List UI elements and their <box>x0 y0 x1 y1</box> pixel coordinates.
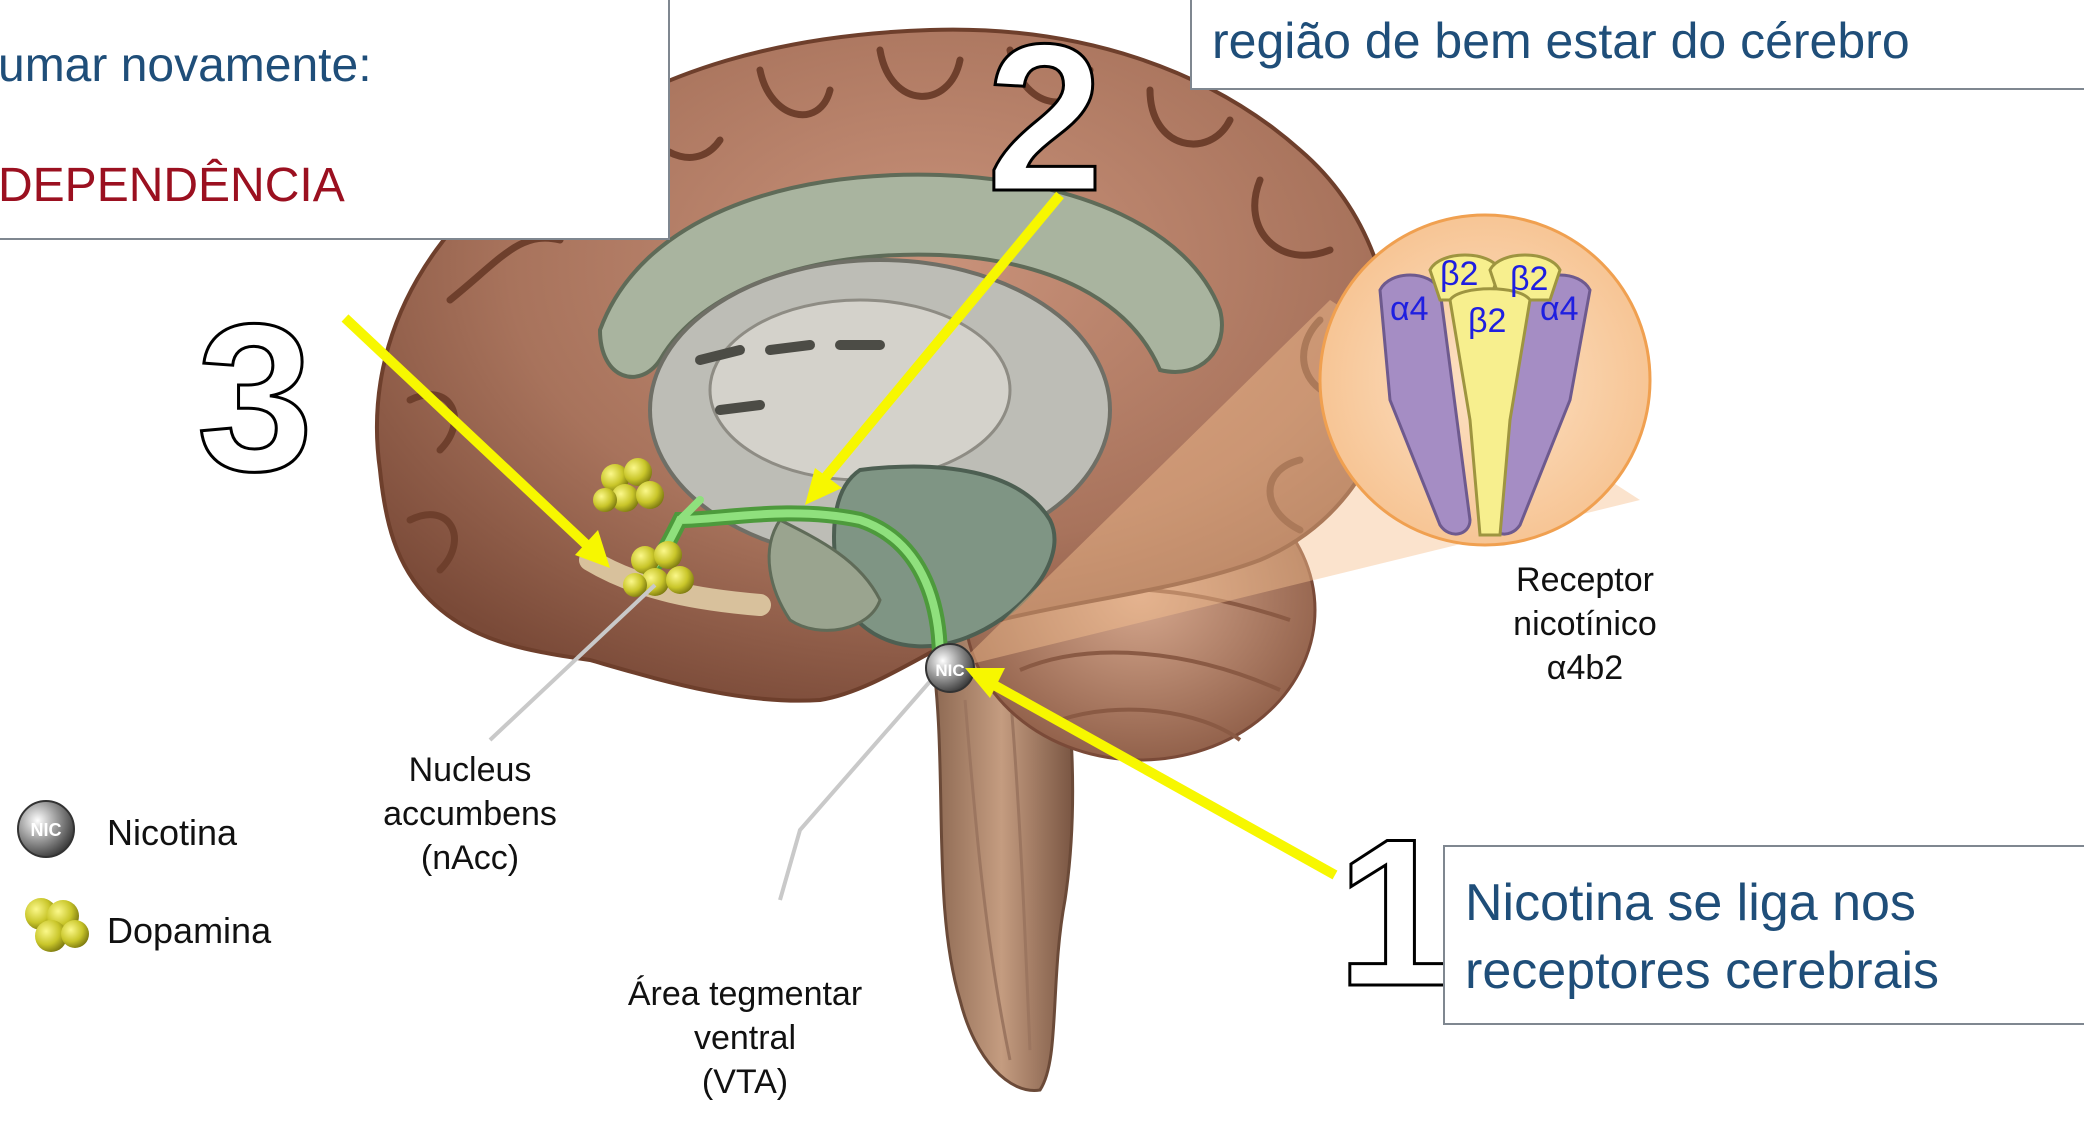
nacc-label-line3: (nAcc) <box>420 839 520 877</box>
receptor-label-line1: Receptor <box>1516 561 1654 599</box>
receptor-diagram: α4 α4 β2 β2 β2 <box>1378 253 1592 537</box>
nicotine-legend-label: Nicotina <box>107 812 238 853</box>
dopamine-cluster-lower <box>623 541 694 597</box>
step-number-1: 1 <box>1337 795 1454 1030</box>
vta-label: Área tegmentar ventral (VTA) <box>590 972 900 1104</box>
dependence-line1: umar novamente: <box>0 39 372 92</box>
receptor-label: Receptor nicotínico α4b2 <box>1460 558 1710 690</box>
nacc-label-line2: accumbens <box>383 795 557 833</box>
binding-line1: Nicotina se liga nos <box>1465 874 1916 932</box>
vta-leader-line <box>778 668 942 901</box>
binding-line2: receptores cerebrais <box>1465 942 1939 1000</box>
nicotine-legend-icon-text: NIC <box>31 820 62 840</box>
nacc-label-line1: Nucleus <box>408 751 532 789</box>
arrow-step-2 <box>805 191 1064 505</box>
nacc-label: Nucleus accumbens (nAcc) <box>345 748 595 880</box>
receptor-label-line2: nicotínico <box>1513 605 1657 643</box>
vta-label-line2: ventral <box>693 1019 797 1057</box>
vta-label-line3: (VTA) <box>701 1063 789 1101</box>
subunit-beta-top-right: β2 <box>1510 260 1548 298</box>
binding-callout: Nicotina se liga nos receptores cerebrai… <box>1443 845 2084 1025</box>
vta-label-line1: Área tegmentar <box>627 975 863 1013</box>
subunit-beta-center: β2 <box>1468 302 1506 340</box>
dopamine-cluster-upper <box>593 458 664 512</box>
subunit-alpha-left: α4 <box>1390 290 1429 328</box>
subunit-alpha-right: α4 <box>1540 290 1579 328</box>
nicotine-legend-icon: NIC <box>17 800 75 858</box>
wellbeing-callout: região de bem estar do cérebro <box>1190 0 2084 90</box>
step-number-2: 2 <box>987 0 1104 235</box>
olfactory-tract <box>579 549 771 616</box>
nacc-leader-line <box>488 583 657 742</box>
dopamine-legend-label: Dopamina <box>107 910 272 951</box>
dependence-callout: umar novamente: DEPENDÊNCIA <box>0 0 670 240</box>
receptor-alpha-left <box>1378 273 1472 536</box>
brainstem <box>928 628 1075 1092</box>
nic-marker-text: NIC <box>935 661 964 680</box>
arrow-step-3 <box>341 314 610 568</box>
receptor-beta-center <box>1448 287 1532 537</box>
wellbeing-text: região de bem estar do cérebro <box>1212 13 1910 69</box>
dopamine-legend-icon <box>25 898 89 952</box>
legend: NIC Nicotina Dopamina <box>15 790 315 990</box>
dependence-line2: DEPENDÊNCIA <box>0 159 345 212</box>
step-number-3: 3 <box>197 280 314 515</box>
receptor-label-line3: α4b2 <box>1546 649 1624 687</box>
subunit-beta-top-left: β2 <box>1440 255 1478 293</box>
arrow-step-1 <box>965 668 1338 880</box>
